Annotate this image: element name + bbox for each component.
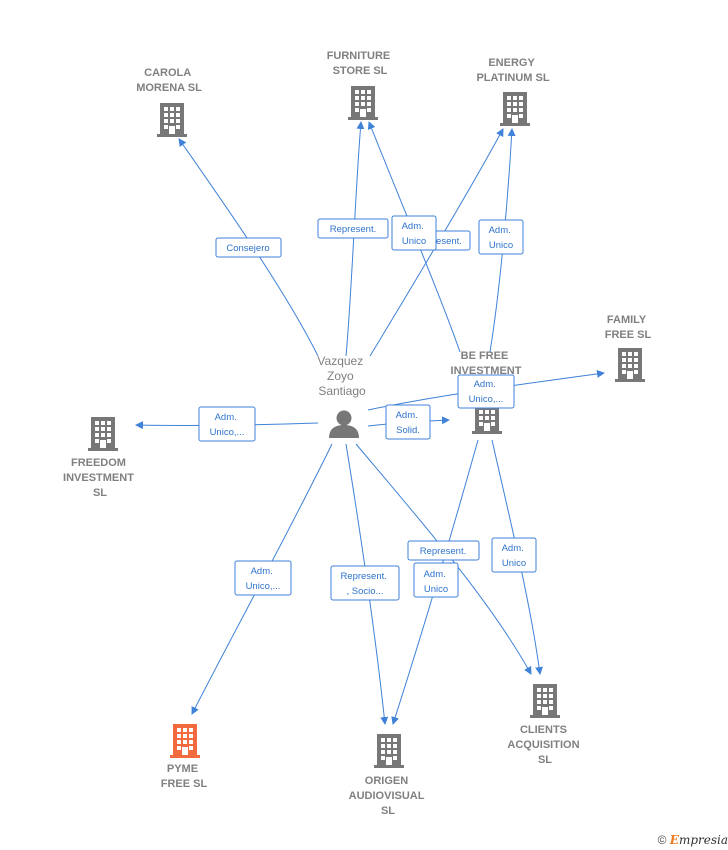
freedom-building-icon[interactable] (88, 417, 118, 451)
company-nodes (88, 86, 645, 768)
svg-text:Consejero: Consejero (226, 243, 269, 254)
family-label: FAMILY FREE SL (605, 314, 652, 341)
edge-label-adm-unico-freedom[interactable]: Adm. Unico,... (198, 406, 256, 442)
edge-label-adm-unico-clients[interactable]: Adm. Unico (491, 537, 537, 573)
person-node[interactable]: Vazquez Zoyo Santiago (317, 354, 366, 438)
svg-text:Represent. , Socio...: Represent. , Socio... (340, 571, 389, 597)
svg-text:Represent.: Represent. (330, 224, 376, 235)
edge-label-adm-unico-family[interactable]: Adm. Unico,... (457, 374, 515, 409)
edge-label-consejero[interactable]: Consejero (215, 237, 282, 258)
clients-building-icon[interactable] (530, 684, 560, 718)
svg-text:Adm. Unico: Adm. Unico (402, 221, 427, 247)
energy-building-icon[interactable] (500, 92, 530, 126)
svg-text:esent.: esent. (436, 236, 462, 247)
family-building-icon[interactable] (615, 348, 645, 382)
edge-person-furniture (345, 121, 365, 357)
svg-text:Adm. Unico: Adm. Unico (424, 569, 449, 595)
edge-label-represent-clients[interactable]: Represent. (407, 540, 480, 561)
person-icon (329, 410, 359, 438)
carola-building-icon[interactable] (157, 103, 187, 137)
svg-text:Adm. Unico: Adm. Unico (489, 225, 514, 251)
svg-text:Adm. Unico,...: Adm. Unico,... (210, 412, 245, 438)
svg-text:Adm. Unico: Adm. Unico (502, 543, 527, 569)
edge-labels: Consejero Represent. esent. Adm. Unico A… (198, 215, 537, 601)
brand-logo: Empresia (669, 833, 728, 847)
person-name: Vazquez Zoyo Santiago (317, 354, 366, 398)
edge-label-adm-unico-energy[interactable]: Adm. Unico (478, 219, 524, 255)
edge-label-adm-unico-furniture[interactable]: Adm. Unico (391, 215, 437, 251)
svg-text:Adm. Solid.: Adm. Solid. (396, 410, 421, 436)
edge-label-adm-unico-origen[interactable]: Adm. Unico (413, 562, 459, 598)
furniture-building-icon[interactable] (348, 86, 378, 120)
pyme-building-icon[interactable] (170, 724, 200, 758)
copyright-symbol: © (657, 833, 667, 847)
pyme-label: PYME FREE SL (161, 763, 208, 790)
carola-label: CAROLA MORENA SL (136, 67, 202, 94)
energy-label: ENERGY PLATINUM SL (476, 57, 549, 84)
befree-label: BE FREE INVESTMENT (451, 350, 522, 377)
svg-text:Adm. Unico,...: Adm. Unico,... (246, 566, 281, 592)
edge-label-adm-solid[interactable]: Adm. Solid. (385, 404, 431, 440)
furniture-label: FURNITURE STORE SL (327, 50, 394, 77)
company-labels: CAROLA MORENA SL FURNITURE STORE SL ENER… (63, 50, 651, 817)
svg-text:Adm. Unico,...: Adm. Unico,... (469, 379, 504, 405)
clients-label: CLIENTS ACQUISITION SL (507, 724, 582, 766)
empresia-watermark: © Empresia (658, 833, 728, 847)
edge-label-represent-furniture[interactable]: Represent. (317, 218, 389, 239)
origen-building-icon[interactable] (374, 734, 404, 768)
freedom-label: FREEDOM INVESTMENT SL (63, 457, 137, 499)
svg-text:Represent.: Represent. (420, 546, 466, 557)
edge-label-represent-socio[interactable]: Represent. , Socio... (330, 565, 400, 601)
edge-label-adm-unico-pyme[interactable]: Adm. Unico,... (234, 560, 292, 596)
origen-label: ORIGEN AUDIOVISUAL SL (349, 775, 428, 817)
